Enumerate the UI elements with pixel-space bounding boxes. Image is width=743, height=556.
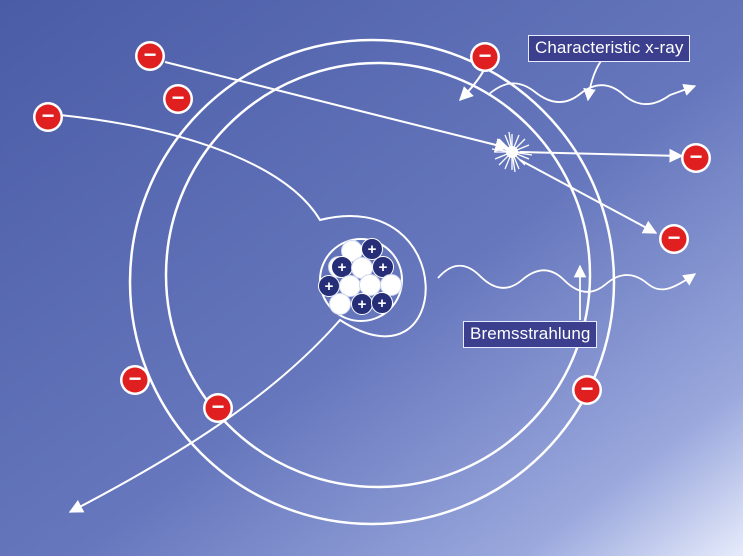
- electron-sign: −: [668, 225, 681, 250]
- bremsstrahlung-wave: [437, 264, 697, 293]
- proton-sign: +: [379, 259, 388, 276]
- electron: −: [120, 365, 150, 395]
- electron-sign: −: [479, 43, 492, 68]
- electron: −: [33, 102, 63, 132]
- proton: +: [318, 275, 340, 297]
- nucleus: ++++++: [318, 238, 403, 322]
- proton: +: [361, 238, 383, 260]
- outer-orbit: [128, 38, 616, 526]
- collision-burst: [491, 131, 533, 173]
- electron: −: [203, 393, 233, 423]
- proton-sign: +: [338, 259, 347, 276]
- incident-electron-path: [164, 61, 510, 152]
- electron: −: [659, 224, 689, 254]
- bremsstrahlung-label: Bremsstrahlung: [463, 321, 598, 348]
- neutron: [359, 274, 381, 296]
- ejected-electron-path-1: [519, 148, 684, 163]
- proton: +: [331, 256, 353, 278]
- electron-sign: −: [129, 366, 142, 391]
- electron: −: [681, 143, 711, 173]
- electron-sign: −: [42, 103, 55, 128]
- electron: −: [470, 42, 500, 72]
- proton: +: [351, 293, 373, 315]
- characteristic-xray-label: Characteristic x-ray: [528, 35, 691, 62]
- electron-sign: −: [690, 144, 703, 169]
- proton-sign: +: [325, 278, 334, 295]
- electron-sign: −: [144, 42, 157, 67]
- proton-sign: +: [358, 296, 367, 313]
- ejected-electron-path-2: [519, 159, 658, 234]
- proton-sign: +: [378, 295, 387, 312]
- electron-sign: −: [212, 394, 225, 419]
- proton: +: [371, 292, 393, 314]
- electrons: −−−−−−−−−: [33, 41, 711, 423]
- electron-sign: −: [581, 376, 594, 401]
- proton: +: [372, 256, 394, 278]
- proton-sign: +: [368, 241, 377, 258]
- neutron: [380, 274, 402, 296]
- electron-sign: −: [172, 85, 185, 110]
- characteristic-xray-wave: [487, 82, 697, 106]
- electron: −: [572, 375, 602, 405]
- inner-orbit: [164, 61, 592, 489]
- neutron: [329, 293, 351, 315]
- electron: −: [135, 41, 165, 71]
- electron: −: [163, 84, 193, 114]
